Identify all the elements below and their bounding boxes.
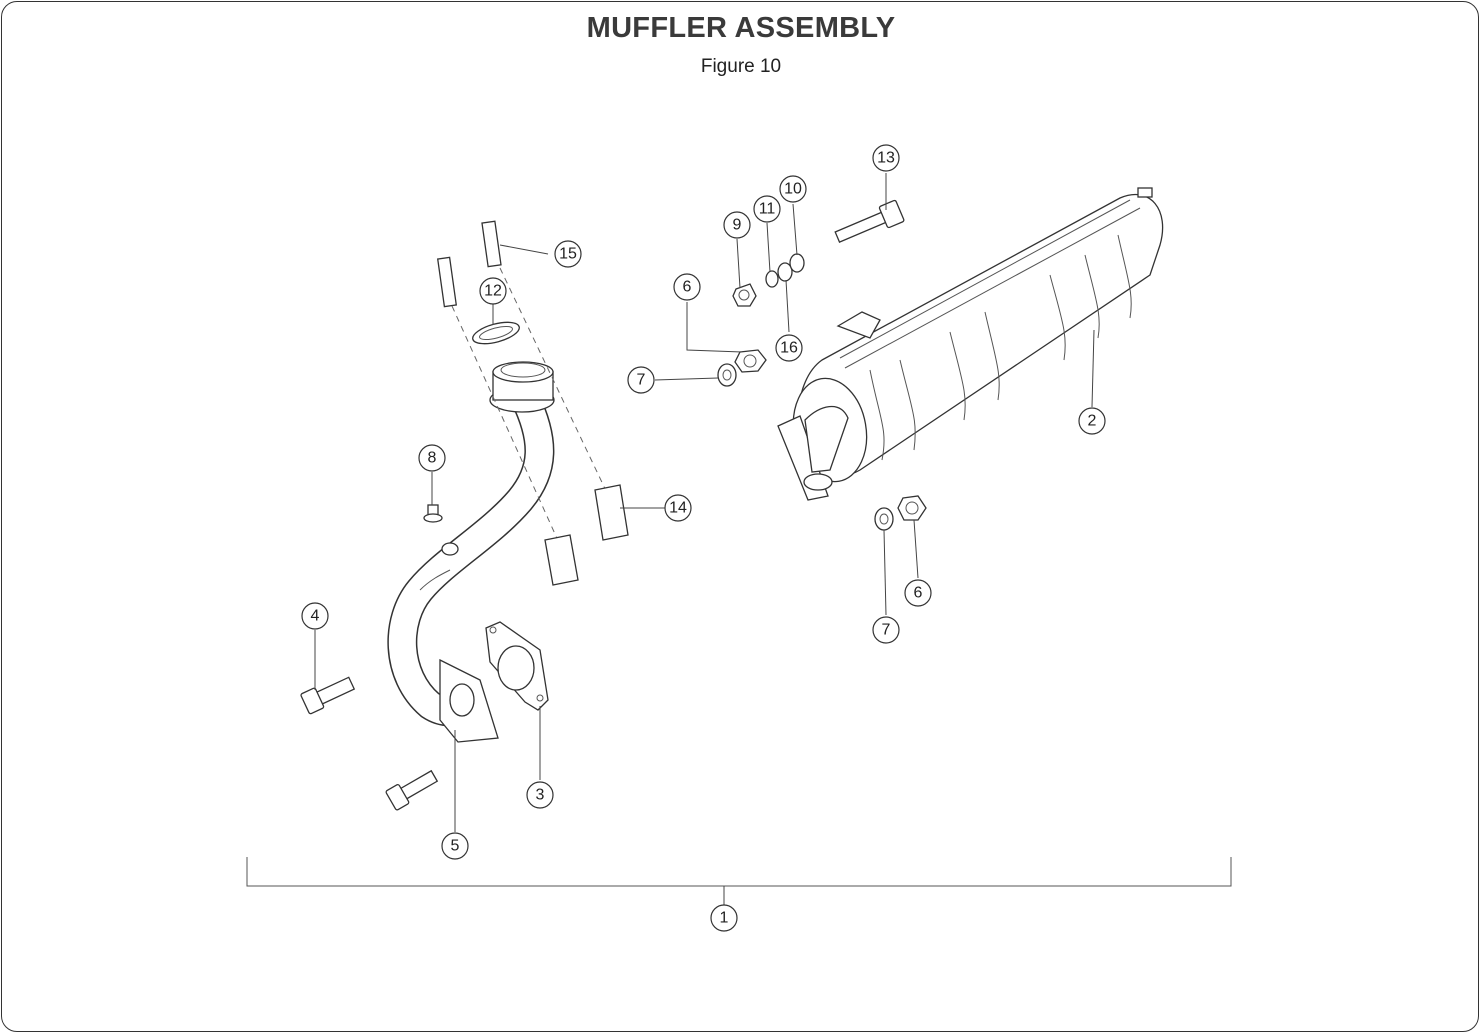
callout-7-upper: 7 xyxy=(627,366,655,394)
figure-title: MUFFLER ASSEMBLY xyxy=(586,12,896,44)
svg-text:7: 7 xyxy=(637,372,646,389)
bolts xyxy=(300,504,443,811)
callout-6-upper: 6 xyxy=(673,273,701,301)
svg-text:6: 6 xyxy=(914,585,923,602)
callout-14: 14 xyxy=(664,494,692,522)
svg-text:2: 2 xyxy=(1088,413,1097,430)
upper-fasteners xyxy=(717,253,805,387)
callout-16: 16 xyxy=(775,334,803,362)
muffler xyxy=(777,187,1164,501)
callout-8: 8 xyxy=(418,444,446,472)
callout-5: 5 xyxy=(441,832,469,860)
callout-7-lower: 7 xyxy=(872,616,900,644)
long-bolt xyxy=(834,199,905,243)
callout-11: 11 xyxy=(753,195,781,223)
svg-text:11: 11 xyxy=(759,201,776,218)
callout-4: 4 xyxy=(301,602,329,630)
svg-text:3: 3 xyxy=(536,787,545,804)
svg-text:6: 6 xyxy=(683,279,692,296)
assembly-bracket xyxy=(246,857,1232,905)
svg-text:12: 12 xyxy=(484,283,502,300)
callout-15: 15 xyxy=(554,240,582,268)
studs xyxy=(436,220,609,546)
lower-fasteners xyxy=(874,495,927,531)
leader-lines xyxy=(314,173,1095,832)
callout-6-lower: 6 xyxy=(904,579,932,607)
callout-10: 10 xyxy=(779,175,807,203)
figure-subtitle: Figure 10 xyxy=(700,56,782,77)
svg-text:8: 8 xyxy=(428,450,437,467)
svg-text:7: 7 xyxy=(882,622,891,639)
callout-3: 3 xyxy=(526,781,554,809)
flange-ring xyxy=(472,321,520,345)
svg-text:14: 14 xyxy=(669,500,687,517)
callout-9: 9 xyxy=(723,211,751,239)
svg-text:9: 9 xyxy=(733,217,742,234)
callout-2: 2 xyxy=(1078,407,1106,435)
callout-12: 12 xyxy=(479,277,507,305)
svg-text:15: 15 xyxy=(559,246,577,263)
svg-text:5: 5 xyxy=(451,838,460,855)
spacers xyxy=(544,484,629,586)
svg-text:13: 13 xyxy=(877,150,895,167)
svg-text:1: 1 xyxy=(720,910,729,927)
svg-text:16: 16 xyxy=(780,340,798,357)
gasket xyxy=(485,621,549,711)
svg-text:10: 10 xyxy=(784,181,802,198)
callout-1: 1 xyxy=(710,904,738,932)
callout-13: 13 xyxy=(872,144,900,172)
exhaust-pipe xyxy=(387,361,555,743)
svg-text:4: 4 xyxy=(311,608,320,625)
